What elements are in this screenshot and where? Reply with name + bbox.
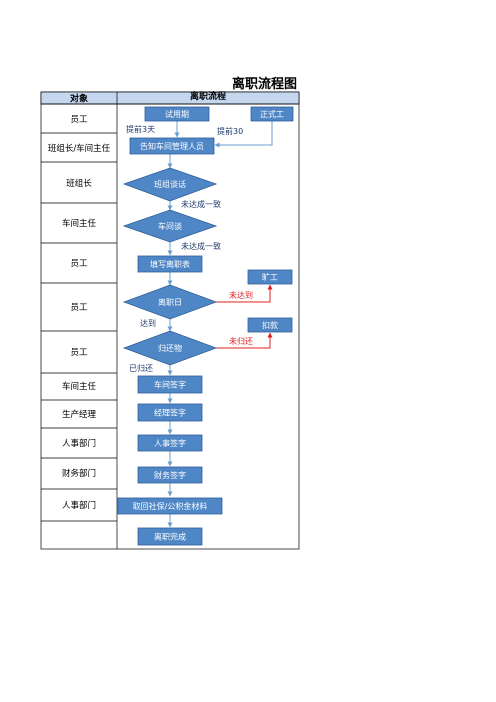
svg-text:填写离职表: 填写离职表 — [150, 259, 190, 269]
svg-text:旷工: 旷工 — [262, 272, 278, 282]
svg-text:取回社保/公积金材料: 取回社保/公积金材料 — [133, 501, 208, 511]
node-fill-form: 填写离职表 — [137, 255, 203, 273]
lane-1: 班组长/车间主任 — [48, 143, 111, 154]
node-workshop-talk: 车间谈 — [122, 209, 218, 243]
anno-arrived: 达到 — [140, 318, 156, 328]
node-deduct: 扣款 — [247, 317, 293, 333]
svg-text:车间谈: 车间谈 — [158, 221, 182, 231]
anno-advance-30: 提前30 — [217, 126, 243, 136]
arrow-return-deduct — [216, 332, 273, 349]
node-manager-sign: 经理签字 — [137, 403, 203, 422]
lane-7: 车间主任 — [62, 381, 97, 392]
node-team-talk: 班组谈话 — [122, 167, 218, 202]
connectors — [167, 121, 273, 528]
lane-4: 员工 — [70, 259, 88, 269]
table-grid — [40, 91, 300, 550]
anno-no-agree-1: 未达成一致 — [181, 199, 221, 209]
svg-text:告知车间管理人员: 告知车间管理人员 — [140, 141, 204, 151]
svg-text:人事签字: 人事签字 — [154, 438, 186, 448]
red-connectors — [216, 284, 273, 349]
svg-text:离职日: 离职日 — [158, 297, 182, 307]
svg-text:车间签字: 车间签字 — [154, 380, 186, 390]
node-hr-sign: 人事签字 — [137, 434, 203, 452]
svg-text:经理签字: 经理签字 — [154, 408, 186, 418]
lane-2: 班组长 — [66, 178, 92, 189]
svg-text:归还物: 归还物 — [158, 343, 182, 353]
node-finance-sign: 财务签字 — [137, 466, 203, 484]
arrow-regular-notify — [214, 121, 273, 148]
lane-0: 员工 — [70, 115, 88, 125]
svg-text:财务签字: 财务签字 — [154, 470, 186, 480]
anno-returned: 已归还 — [129, 363, 153, 373]
anno-not-arrived: 未达到 — [229, 290, 253, 300]
anno-no-agree-2: 未达成一致 — [181, 241, 221, 251]
svg-text:正式工: 正式工 — [260, 109, 284, 119]
node-social-security: 取回社保/公积金材料 — [117, 497, 223, 515]
lane-9: 人事部门 — [62, 438, 96, 449]
lane-11: 人事部门 — [62, 500, 96, 511]
node-probation: 试用期 — [144, 106, 210, 122]
node-return-items: 归还物 — [122, 330, 218, 366]
svg-text:离职完成: 离职完成 — [154, 532, 186, 542]
svg-text:班组谈话: 班组谈话 — [154, 179, 186, 189]
anno-not-returned: 未归还 — [229, 336, 253, 346]
lane-6: 员工 — [70, 348, 88, 358]
lane-5: 员工 — [70, 303, 88, 313]
lane-8: 生产经理 — [62, 409, 97, 420]
node-done: 离职完成 — [137, 527, 203, 546]
header-object: 对象 — [70, 93, 88, 105]
node-leave-day: 离职日 — [122, 284, 218, 320]
lane-10: 财务部门 — [62, 468, 96, 479]
anno-advance-3: 提前3天 — [126, 124, 155, 134]
lane-3: 车间主任 — [62, 218, 97, 229]
chart-title: 离职流程图 — [232, 76, 297, 92]
node-notify: 告知车间管理人员 — [129, 137, 215, 155]
node-absent: 旷工 — [247, 269, 293, 285]
svg-text:试用期: 试用期 — [165, 109, 189, 119]
node-regular: 正式工 — [250, 106, 294, 122]
header-flow: 离职流程 — [190, 90, 226, 102]
svg-text:扣款: 扣款 — [262, 320, 278, 330]
arrow-leaveday-absent — [216, 284, 273, 303]
node-workshop-sign: 车间签字 — [137, 375, 203, 394]
